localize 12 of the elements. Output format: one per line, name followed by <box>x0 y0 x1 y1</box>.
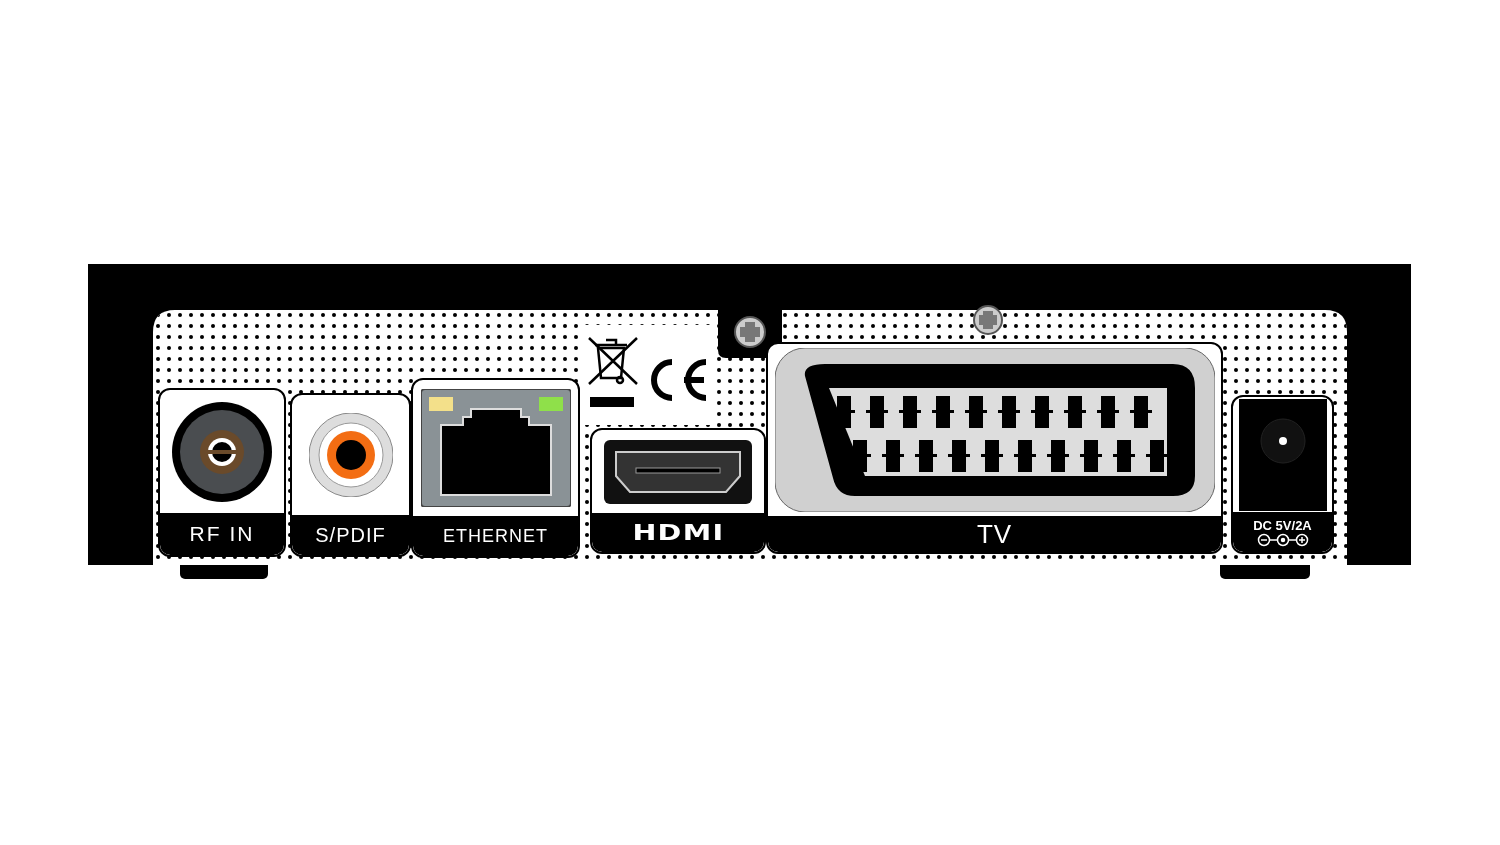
port-panel <box>290 393 411 557</box>
port-label: S/PDIF <box>315 523 386 547</box>
port-label: RF IN <box>189 522 255 546</box>
port-label: HDMI <box>632 520 724 545</box>
port-panel <box>158 388 286 557</box>
port-label: DC 5V/2A <box>1253 517 1312 533</box>
port-label: ETHERNET <box>443 525 548 547</box>
port-panel <box>1231 395 1334 554</box>
port-panel <box>766 342 1223 554</box>
port-panel <box>411 378 580 558</box>
port-panel <box>590 428 766 554</box>
port-label: TV <box>976 518 1013 550</box>
